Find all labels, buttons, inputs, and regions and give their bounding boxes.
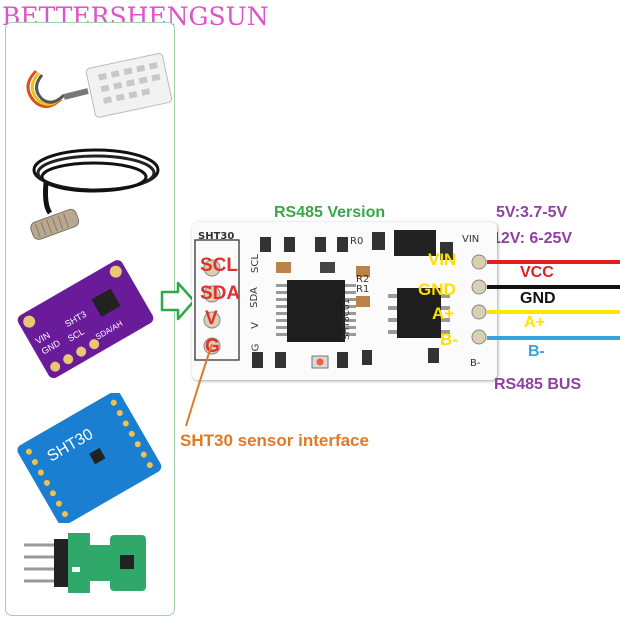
pin-label-vin: VIN [428, 250, 457, 269]
rs485-board: SHT30 SCL SDA V G R0 R2 R1 VIN B- SHT8C0… [192, 222, 497, 380]
pin-label-sda: SDA [200, 283, 241, 304]
wire-label-a: A+ [524, 314, 545, 331]
thumb-green-board[interactable] [6, 523, 174, 608]
silk-sda: SDA [248, 287, 260, 308]
silk-header-sht30: SHT30 [198, 231, 235, 242]
interface-pointer [185, 343, 213, 427]
pin-label-v: V [205, 308, 218, 329]
silk-vin: VIN [462, 234, 480, 245]
thumb-blue-shield[interactable]: SHT30 [6, 393, 174, 523]
silk-r1: R1 [356, 284, 370, 295]
pin-label-a: A+ [432, 304, 455, 323]
thumb-purple-module[interactable]: VIN GND SHT3 SCL SDA/AH [6, 255, 174, 385]
sensor-interface-label: SHT30 sensor interface [180, 431, 369, 450]
diagram-title: RS485 Version [274, 204, 386, 221]
power-12v-label: 12V: 6-25V [492, 230, 573, 247]
wire-label-b: B- [528, 343, 545, 360]
thumb-white-sensor[interactable] [6, 31, 174, 131]
pin-label-b: B- [440, 330, 458, 349]
power-5v-label: 5V:3.7-5V [496, 204, 568, 221]
silk-g: G [250, 343, 262, 352]
silk-b-minus: B- [470, 358, 481, 369]
silk-v: V [249, 322, 261, 329]
wire-label-vcc: VCC [520, 264, 554, 281]
silk-r0: R0 [350, 236, 364, 247]
bus-label: RS485 BUS [494, 376, 582, 393]
bus-wires [487, 260, 620, 340]
product-sidebar: VIN GND SHT3 SCL SDA/AH SHT30 [5, 22, 175, 616]
silk-r2: R2 [356, 274, 370, 285]
silk-chip-code: SHT8C01 [342, 298, 352, 340]
pin-label-gnd: GND [418, 280, 456, 299]
silk-scl: SCL [249, 254, 261, 273]
board-components [194, 230, 487, 369]
thumb-probe-cable[interactable] [6, 135, 174, 245]
wire-label-gnd: GND [520, 290, 556, 307]
input-arrow [160, 281, 196, 321]
pin-label-scl: SCL [200, 255, 238, 276]
